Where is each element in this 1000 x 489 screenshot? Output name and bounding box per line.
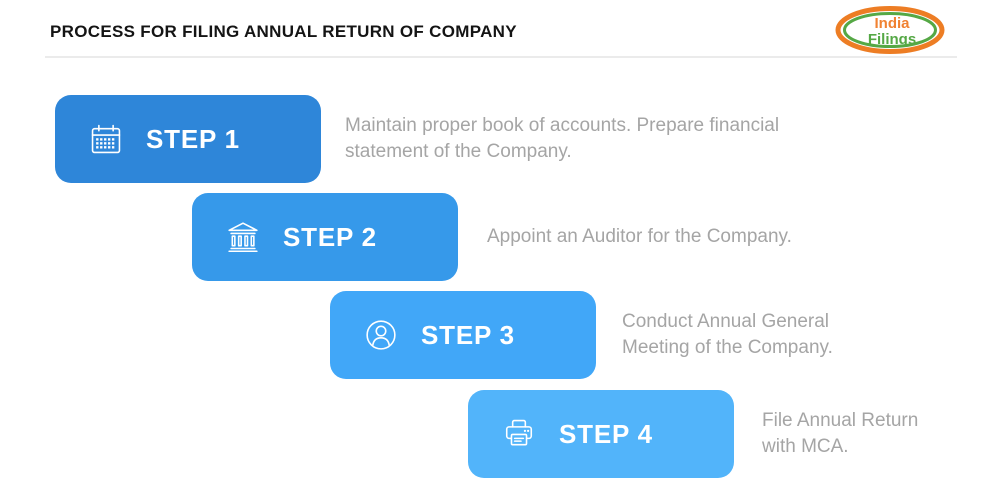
step-1-box: STEP 1 (55, 95, 321, 183)
step-2-box: STEP 2 (192, 193, 458, 281)
person-icon (362, 316, 400, 354)
printer-icon (500, 415, 538, 453)
indiafilings-logo: India Filings (835, 6, 945, 54)
calendar-icon (87, 120, 125, 158)
step-1-label: STEP 1 (146, 123, 240, 154)
description-line: File Annual Return (762, 410, 919, 431)
description-line: Appoint an Auditor for the Company. (487, 226, 792, 247)
description-line: Maintain proper book of accounts. Prepar… (345, 115, 780, 136)
page-title: PROCESS FOR FILING ANNUAL RETURN OF COMP… (50, 22, 517, 41)
description-line: Conduct Annual General (622, 311, 830, 332)
bank-icon (224, 218, 262, 256)
step-3-box: STEP 3 (330, 291, 596, 379)
description-line: with MCA. (762, 436, 849, 457)
step-2-label: STEP 2 (283, 221, 377, 252)
step-4-box: STEP 4 (468, 390, 734, 478)
logo-inner-ring (843, 12, 937, 48)
description-line: statement of the Company. (345, 141, 572, 162)
header-divider (45, 56, 957, 58)
logo-text-india: India (874, 15, 910, 32)
logo-outer-ring (835, 6, 945, 54)
step-3-label: STEP 3 (421, 319, 515, 350)
step-2-description: Appoint an Auditor for the Company. (487, 193, 917, 281)
step-4-label: STEP 4 (559, 418, 653, 449)
logo-text-filings: Filings (868, 31, 916, 48)
step-3-description: Conduct Annual General Meeting of the Co… (622, 291, 892, 379)
step-1-description: Maintain proper book of accounts. Prepar… (345, 95, 890, 183)
description-line: Meeting of the Company. (622, 337, 833, 358)
step-4-description: File Annual Return with MCA. (762, 390, 987, 478)
